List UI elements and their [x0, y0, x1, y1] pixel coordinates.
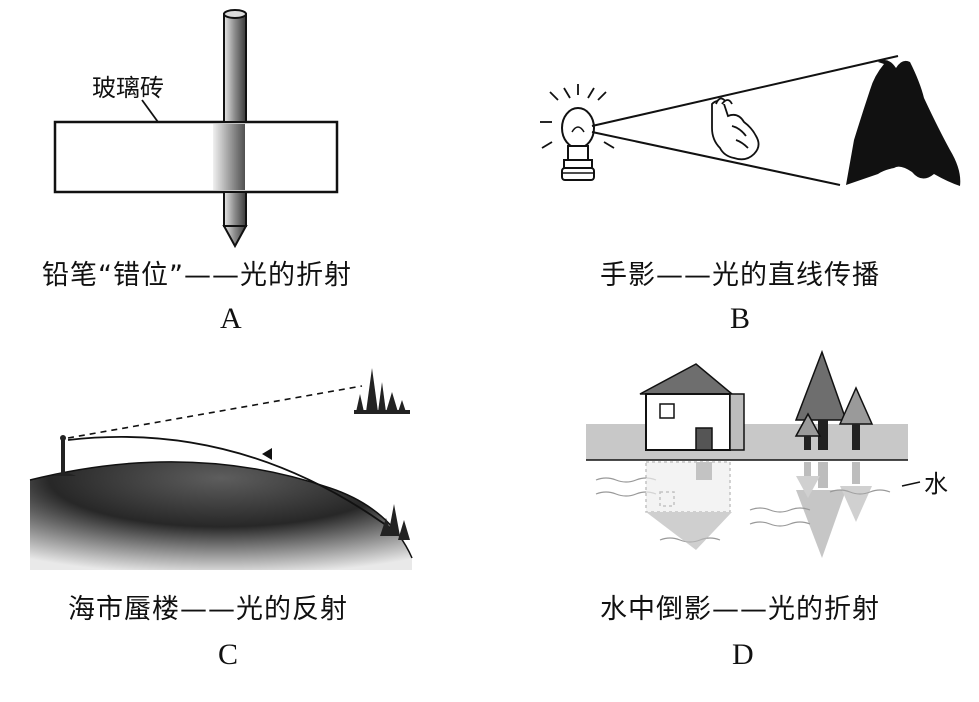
tree-icons	[794, 349, 874, 450]
letter-c: C	[218, 638, 239, 671]
glass-brick	[53, 120, 339, 194]
water-reflection-diagram	[586, 349, 921, 558]
mirage-diagram	[29, 368, 413, 570]
cone-upper-line	[591, 55, 899, 127]
mirage-castle-icon	[354, 368, 410, 414]
observer-icon	[52, 435, 76, 476]
letter-b: B	[730, 302, 751, 335]
pencil-shifted	[213, 124, 245, 190]
light-bulb-icon	[561, 107, 595, 181]
real-castle-icon	[380, 504, 410, 540]
water-label: 水	[924, 470, 948, 498]
hand-shadow-diagram	[540, 55, 961, 186]
tree-reflections	[796, 462, 872, 558]
cone-lower-line	[591, 131, 841, 186]
real-light-path	[67, 435, 391, 529]
pencil-lower	[223, 191, 247, 227]
dog-shadow	[846, 60, 961, 186]
panel-a: 玻璃砖 铅笔“错位”——光的折射 A	[0, 0, 480, 340]
pencil-glass-diagram	[53, 9, 339, 249]
letter-d: D	[732, 638, 754, 671]
letter-a: A	[220, 302, 242, 335]
light-rays	[540, 84, 615, 149]
pencil-upper	[223, 13, 247, 123]
hand-icon	[711, 97, 760, 161]
earth-hill	[30, 461, 412, 570]
panel-b: 手影——光的直线传播 B	[500, 0, 979, 340]
ray-arrow	[262, 448, 272, 460]
panel-c: 海市蜃楼——光的反射 C	[0, 340, 480, 702]
panel-d: 水 水中倒影——光的折射 D	[500, 340, 979, 702]
house-icon	[639, 363, 745, 451]
caption-c: 海市蜃楼——光的反射	[68, 594, 348, 625]
pencil-tip	[222, 225, 248, 249]
house-reflection	[645, 461, 732, 550]
caption-a: 铅笔“错位”——光的折射	[42, 260, 352, 291]
caption-d: 水中倒影——光的折射	[600, 594, 880, 625]
apparent-image-line	[67, 385, 363, 439]
caption-b: 手影——光的直线传播	[600, 260, 880, 291]
glass-brick-label: 玻璃砖	[92, 74, 164, 102]
